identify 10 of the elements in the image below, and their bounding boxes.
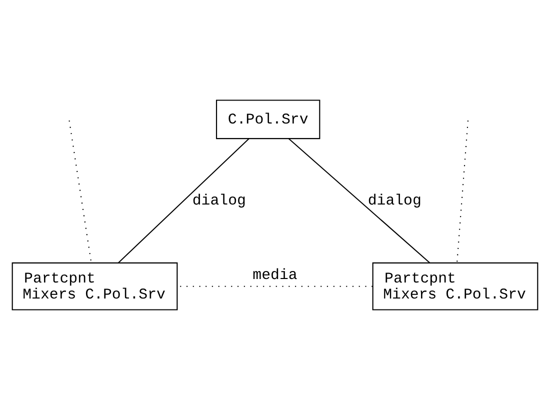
connector [456,120,469,263]
node-box: C.Pol.Srv [216,100,320,140]
edge-label: dialog [368,194,422,210]
connector [288,138,430,264]
connector [68,120,92,263]
edge-label: media [252,268,298,284]
edge-label: dialog [192,194,246,210]
node-box: Partcpnt Mixers C.Pol.Srv [372,262,538,310]
connector [118,138,250,264]
node-box: Partcpnt Mixers C.Pol.Srv [12,262,178,310]
